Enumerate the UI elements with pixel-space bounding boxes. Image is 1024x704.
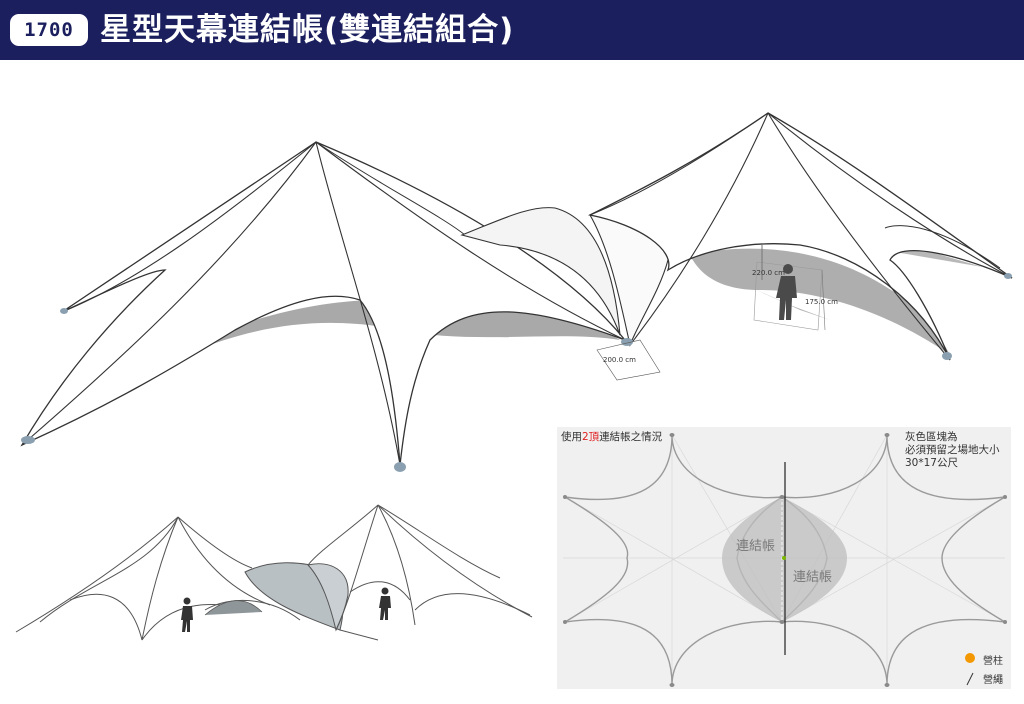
plan-caption: 使用2頂連結帳之情況 <box>561 431 663 443</box>
legend-pole-label: 營柱 <box>983 656 1003 667</box>
caption-highlight: 2頂 <box>582 431 600 443</box>
connector-label-2: 連結帳 <box>793 570 833 585</box>
pole-legend-icon <box>965 653 975 663</box>
dimension-label-200: 200.0 cm <box>603 356 636 364</box>
dimension-label-220: 220.0 cm <box>752 269 785 277</box>
rope-legend-icon <box>966 672 974 686</box>
model-badge: 1700 <box>10 14 88 46</box>
small-tent-illustration <box>15 504 533 641</box>
dimension-label-175: 175.0 cm <box>805 298 838 306</box>
plan-diagram <box>563 433 1007 687</box>
legend-rope-label: 營繩 <box>983 675 1003 686</box>
connector-label-1: 連結帳 <box>736 539 776 554</box>
person-figure <box>776 264 797 320</box>
plan-note: 灰色區塊為 必須預留之場地大小 30*17公尺 <box>905 431 1000 469</box>
page-title: 星型天幕連結帳(雙連結組合) <box>100 12 515 48</box>
plan-view-panel: 使用2頂連結帳之情況 灰色區塊為 必須預留之場地大小 30*17公尺 連結帳 連… <box>557 427 1011 689</box>
header-bar: 1700 星型天幕連結帳(雙連結組合) <box>0 0 1024 60</box>
